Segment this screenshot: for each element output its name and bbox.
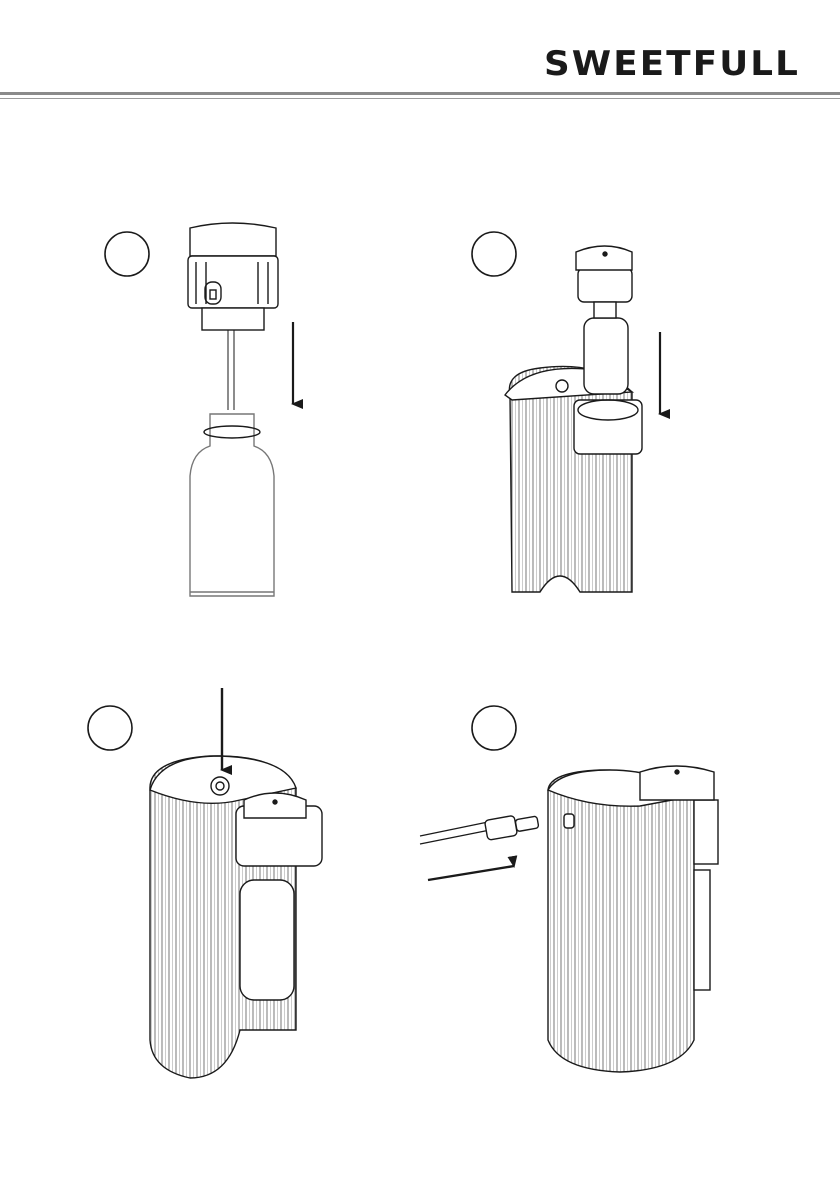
usb-cable-icon (420, 822, 490, 844)
step-4-marker (472, 706, 516, 750)
power-button-icon (211, 777, 229, 795)
oil-bottle-icon (190, 414, 274, 596)
step-1-panel (105, 223, 293, 596)
step-4-panel (420, 706, 718, 1072)
usb-port-icon (564, 814, 574, 828)
step-1-marker (105, 232, 149, 276)
step-2-panel (472, 232, 660, 592)
step-3-marker (88, 706, 132, 750)
nebulizer-head-icon (190, 223, 276, 256)
connect-arrow (428, 866, 514, 880)
step-2-marker (472, 232, 516, 276)
step-3-panel (88, 688, 322, 1078)
